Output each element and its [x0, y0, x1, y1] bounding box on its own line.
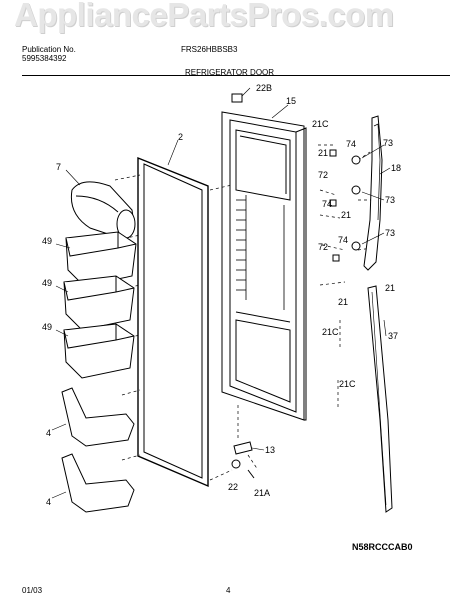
footer-date: 01/03 [22, 586, 43, 595]
handle-trim [367, 285, 393, 513]
model-number: FRS26HBBSB3 [181, 45, 238, 54]
callout-21c-low: 21C [339, 379, 356, 389]
publication-number: 5995384392 [22, 54, 67, 63]
section-title: REFRIGERATOR DOOR [185, 68, 275, 77]
door-gasket [137, 156, 209, 488]
callout-74-mid: 74 [322, 199, 332, 209]
header-rule [22, 75, 450, 76]
callout-21-top: 21 [318, 148, 328, 158]
callout-37: 37 [388, 331, 398, 341]
dairy-door [70, 181, 136, 239]
callout-2: 2 [178, 132, 183, 142]
callout-49-b: 49 [42, 278, 52, 288]
callout-21c-top: 21C [312, 119, 329, 129]
callout-21c-mid: 21C [322, 327, 339, 337]
door-bins [63, 231, 137, 379]
callout-73-low: 73 [385, 228, 395, 238]
callout-49-c: 49 [42, 322, 52, 332]
callout-22: 22 [228, 482, 238, 492]
hinge-parts [231, 93, 255, 479]
callout-21a: 21A [254, 488, 270, 498]
callout-72-low: 72 [318, 242, 328, 252]
callout-22b: 22B [256, 83, 272, 93]
door-liner [221, 111, 307, 421]
callout-4-b: 4 [46, 497, 51, 507]
hinge-cams [329, 149, 361, 262]
callout-73-mid: 73 [385, 195, 395, 205]
callout-21-mid: 21 [341, 210, 351, 220]
callout-18: 18 [391, 163, 401, 173]
callout-49-a: 49 [42, 236, 52, 246]
door-handle [363, 115, 383, 271]
callout-7: 7 [56, 162, 61, 172]
callout-21-low: 21 [338, 297, 348, 307]
footer-code: N58RCCCAB0 [352, 542, 413, 552]
publication-label: Publication No. [22, 45, 76, 54]
callout-4-a: 4 [46, 428, 51, 438]
callout-15: 15 [286, 96, 296, 106]
callout-72-top: 72 [318, 170, 328, 180]
callout-74-top: 74 [346, 139, 356, 149]
door-shelves [61, 387, 135, 513]
watermark: AppliancePartsPros.com [14, 0, 394, 33]
callout-13: 13 [265, 445, 275, 455]
callout-73-top: 73 [383, 138, 393, 148]
callout-21-right: 21 [385, 283, 395, 293]
callout-74-low: 74 [338, 235, 348, 245]
footer-page: 4 [226, 586, 231, 595]
